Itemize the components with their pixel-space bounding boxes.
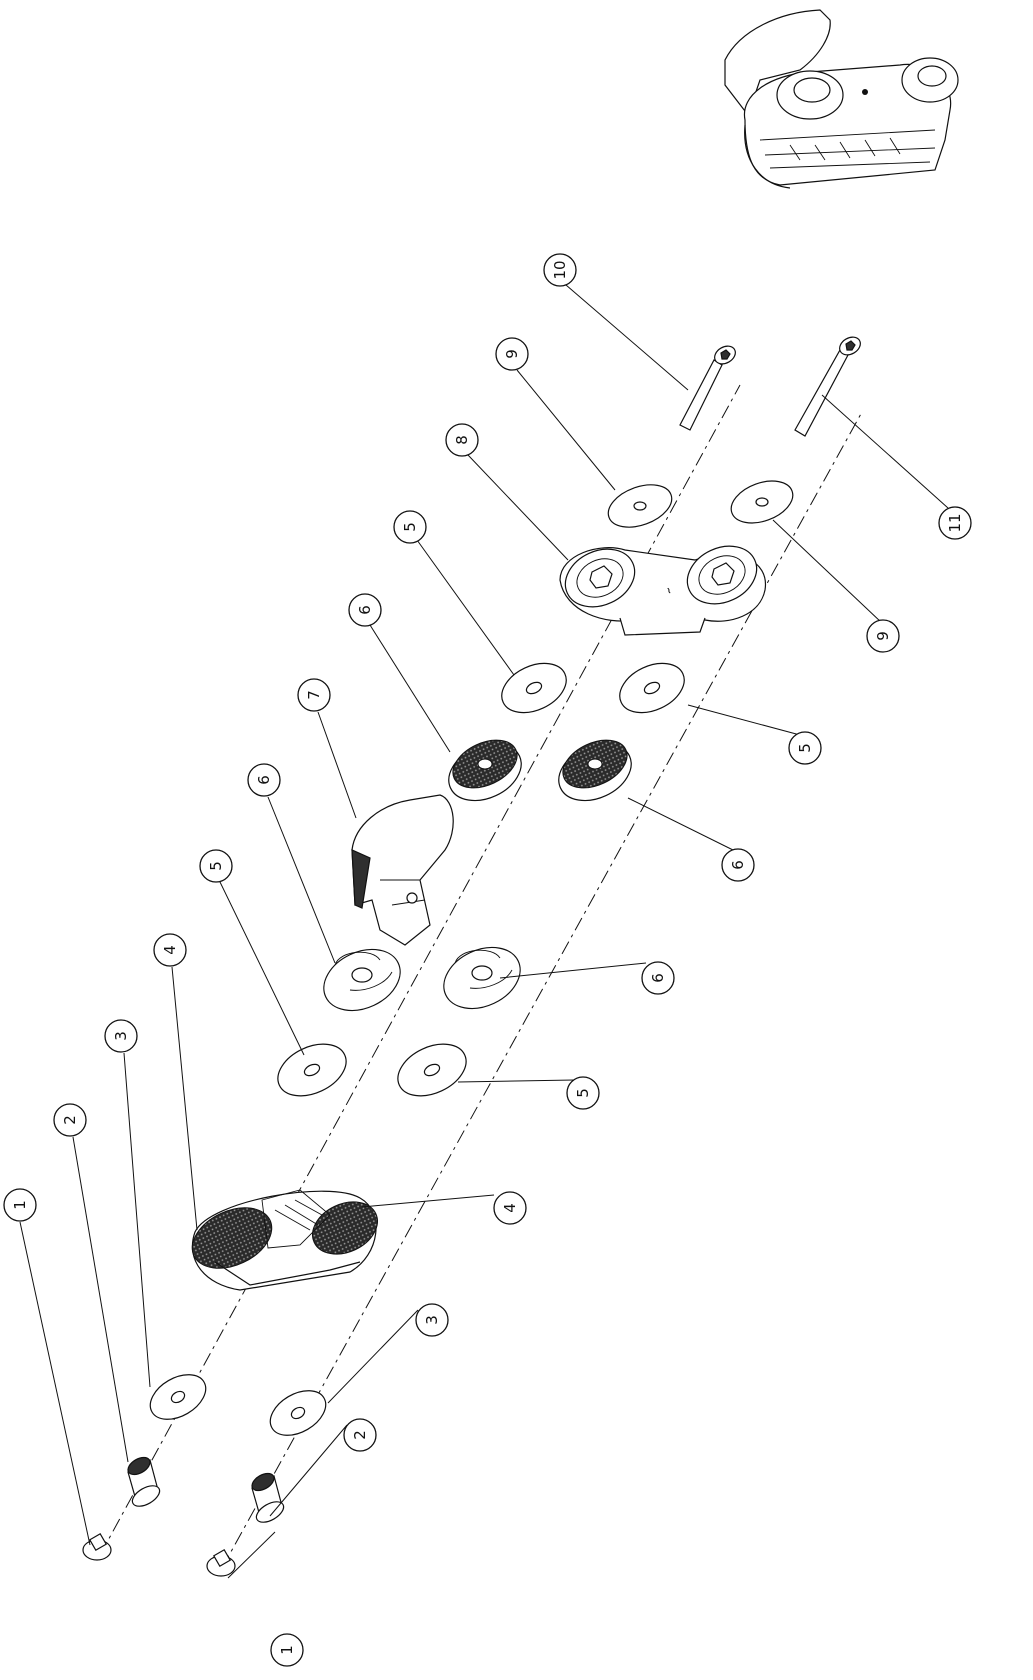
- balloon-label: 11: [946, 513, 964, 532]
- balloon-label: 5: [574, 1088, 592, 1098]
- part-sheave-upper-left: [448, 739, 522, 802]
- balloon-label: 1: [278, 1645, 296, 1655]
- balloon-label: 4: [161, 945, 179, 955]
- balloon-label: 2: [61, 1115, 79, 1125]
- balloon-label: 10: [551, 260, 569, 279]
- part-insert-right: [251, 1472, 285, 1523]
- balloon-b3b: 3: [415, 1303, 449, 1337]
- balloon-b10: 10: [543, 253, 577, 287]
- part-washer-large-1: [277, 1043, 347, 1097]
- balloon-b4a: 4: [153, 933, 187, 967]
- balloon-b9b: 9: [866, 619, 900, 653]
- part-cap-left: [82, 1532, 112, 1561]
- svg-text:~: ~: [662, 586, 674, 597]
- part-top-plate: ~: [559, 545, 766, 636]
- balloon-b5a: 5: [199, 849, 233, 883]
- balloon-b2a: 2: [53, 1103, 87, 1137]
- balloon-b7: 7: [297, 678, 331, 712]
- balloon-b1a: 1: [3, 1188, 37, 1222]
- balloon-b5b: 5: [393, 510, 427, 544]
- balloon-b4b: 4: [493, 1191, 527, 1225]
- balloon-label: 5: [796, 743, 814, 753]
- part-sheave-lower-left: [323, 948, 401, 1012]
- balloon-label: 3: [112, 1031, 130, 1041]
- part-insert-left: [127, 1456, 161, 1507]
- part-washer-large-2: [397, 1043, 467, 1097]
- balloon-b3a: 3: [104, 1019, 138, 1053]
- balloon-label: 3: [423, 1315, 441, 1325]
- assembled-view-thumbnail: [724, 9, 959, 189]
- balloon-label: 6: [729, 860, 747, 870]
- leader-lines: [19, 284, 949, 1579]
- balloon-label: 1: [11, 1200, 29, 1210]
- balloon-label: 5: [401, 522, 419, 532]
- part-sheave-lower-right: [443, 946, 521, 1010]
- balloon-label: 2: [351, 1430, 369, 1440]
- balloon-b6a: 6: [247, 763, 281, 797]
- balloon-b5c: 5: [788, 731, 822, 765]
- balloon-label: 6: [649, 973, 667, 983]
- part-washer-top-2: [730, 480, 794, 524]
- balloon-b5d: 5: [566, 1076, 600, 1110]
- balloon-b8: 8: [445, 423, 479, 457]
- part-base-housing: [191, 1189, 378, 1291]
- balloon-b2b: 2: [343, 1418, 377, 1452]
- part-sheave-upper-right: [558, 739, 632, 802]
- part-cap-right: [206, 1548, 236, 1577]
- balloon-label: 5: [207, 861, 225, 871]
- part-washer-top-1: [607, 484, 673, 528]
- part-washer-large-3: [501, 662, 567, 714]
- part-cam-arm: [351, 794, 454, 946]
- part-bolt-long: [794, 336, 861, 437]
- balloon-b6c: 6: [721, 848, 755, 882]
- balloon-label: 6: [356, 605, 374, 615]
- part-washer-large-4: [619, 662, 685, 714]
- balloon-label: 9: [503, 349, 521, 359]
- balloon-b6b: 6: [348, 593, 382, 627]
- balloon-b9a: 9: [495, 337, 529, 371]
- balloon-b6d: 6: [641, 961, 675, 995]
- balloon-label: 9: [874, 631, 892, 641]
- part-bolt-short: [679, 345, 736, 431]
- balloon-label: 6: [255, 775, 273, 785]
- balloon-b1b: 1: [270, 1633, 304, 1667]
- balloon-b11: 11: [938, 506, 972, 540]
- balloon-label: 4: [501, 1203, 519, 1213]
- balloon-label: 8: [453, 435, 471, 445]
- part-washer-small-right: [269, 1390, 327, 1436]
- balloon-label: 7: [305, 690, 323, 700]
- part-washer-small-left: [149, 1374, 207, 1420]
